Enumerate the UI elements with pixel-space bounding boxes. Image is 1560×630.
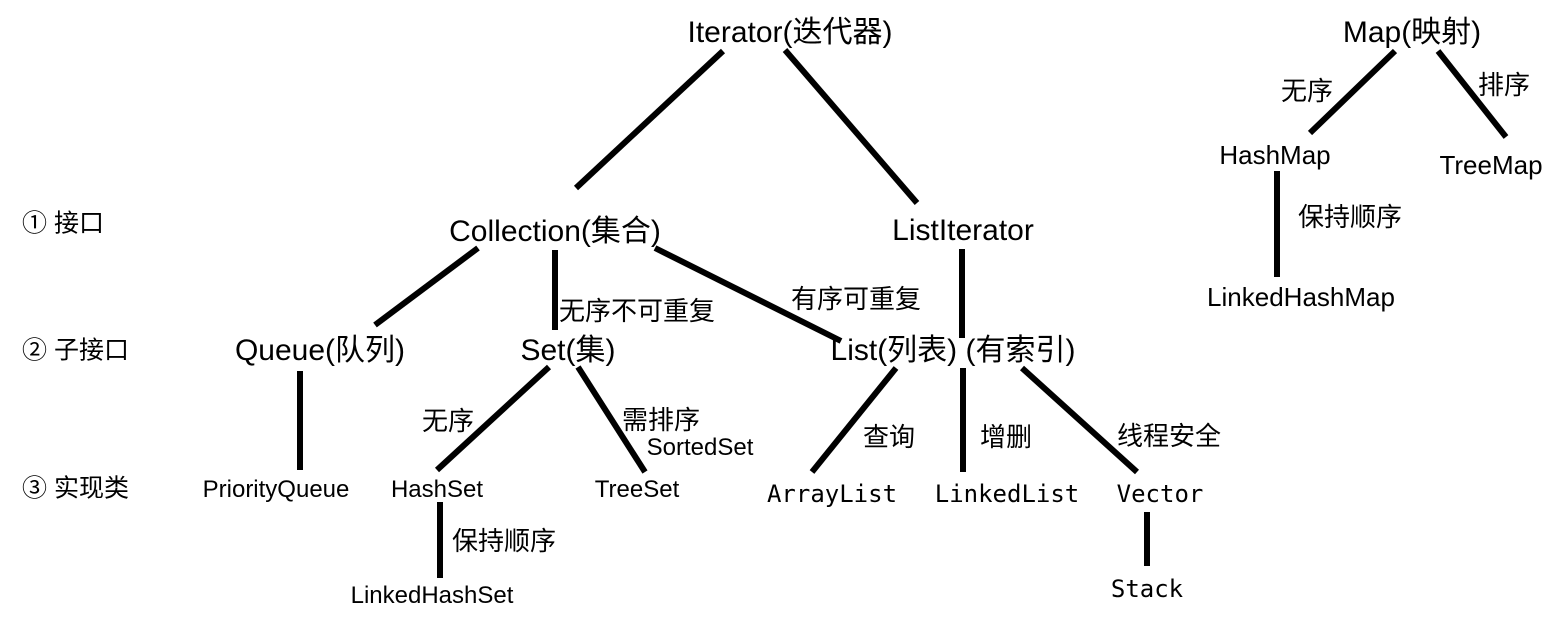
label-vector-threadsafe: 线程安全 bbox=[1116, 421, 1222, 451]
node-hashmap[interactable]: HashMap bbox=[1219, 140, 1331, 170]
label-treeset-sorted: 需排序 bbox=[621, 405, 701, 435]
label-arraylist-query: 查询 bbox=[862, 422, 916, 452]
node-treemap[interactable]: TreeMap bbox=[1439, 150, 1543, 180]
label-set-unordered-unique: 无序不可重复 bbox=[558, 296, 716, 326]
node-linkedlist[interactable]: LinkedList bbox=[934, 480, 1080, 508]
tier-label-3: ③ 实现类 bbox=[22, 474, 129, 503]
label-linkedlist-addremove: 增删 bbox=[979, 422, 1033, 452]
edge-list-arraylist bbox=[809, 366, 899, 474]
node-map[interactable]: Map(映射) bbox=[1342, 16, 1482, 49]
node-hashset[interactable]: HashSet bbox=[390, 476, 484, 503]
node-stack[interactable]: Stack bbox=[1110, 575, 1184, 603]
node-priorityqueue[interactable]: PriorityQueue bbox=[202, 476, 350, 503]
tier-label-1: ① 接口 bbox=[22, 209, 104, 238]
node-treeset[interactable]: TreeSet bbox=[594, 476, 680, 503]
tier-label-2: ② 子接口 bbox=[22, 336, 129, 365]
node-listiterator[interactable]: ListIterator bbox=[892, 214, 1034, 247]
label-hashset-unordered: 无序 bbox=[421, 406, 475, 436]
edge-iterator-listiterator bbox=[782, 48, 920, 205]
node-arraylist[interactable]: ArrayList bbox=[766, 480, 898, 508]
node-list[interactable]: List(列表) (有索引) bbox=[830, 334, 1076, 367]
edge-collection-queue bbox=[373, 245, 480, 328]
edge-list-vector bbox=[1019, 365, 1140, 475]
node-set[interactable]: Set(集) bbox=[520, 334, 616, 367]
label-linkedhashmap-order: 保持顺序 bbox=[1297, 202, 1403, 232]
node-linkedhashmap[interactable]: LinkedHashMap bbox=[1207, 282, 1395, 312]
node-iterator[interactable]: Iterator(迭代器) bbox=[687, 16, 893, 49]
edge-iterator-collection bbox=[573, 48, 726, 191]
node-queue[interactable]: Queue(队列) bbox=[234, 334, 406, 367]
label-sortedset: SortedSet bbox=[646, 434, 754, 461]
label-linkedhashset-order: 保持顺序 bbox=[451, 526, 557, 556]
node-vector[interactable]: Vector bbox=[1116, 480, 1204, 508]
label-hashmap-unordered: 无序 bbox=[1280, 76, 1334, 106]
label-list-ordered-dup: 有序可重复 bbox=[790, 284, 922, 314]
label-treemap-sorted: 排序 bbox=[1477, 70, 1531, 100]
node-linkedhashset[interactable]: LinkedHashSet bbox=[350, 582, 514, 609]
node-collection[interactable]: Collection(集合) bbox=[449, 215, 661, 248]
